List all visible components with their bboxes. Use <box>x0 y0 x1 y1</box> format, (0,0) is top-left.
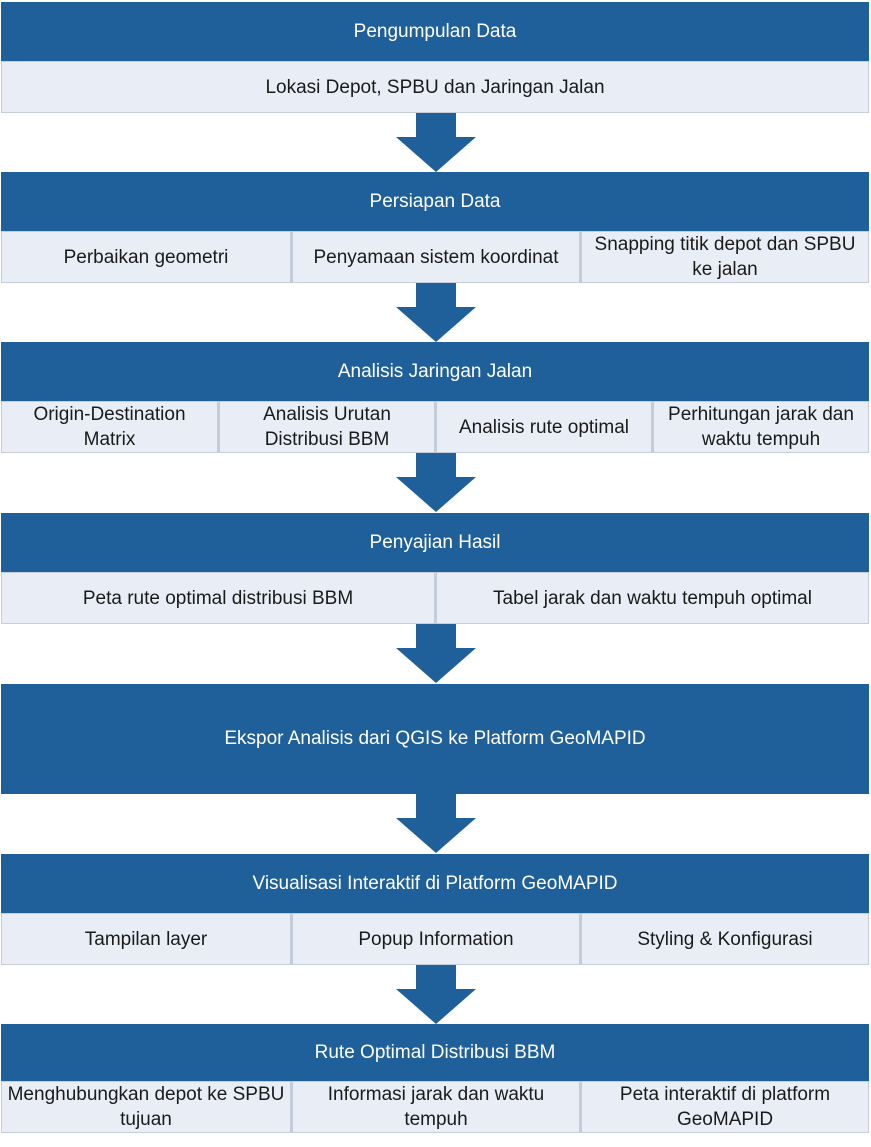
down-arrow-icon <box>396 965 476 1024</box>
down-arrow-icon <box>396 624 476 683</box>
step-items-row: Perbaikan geometri Penyamaan sistem koor… <box>1 231 869 283</box>
down-arrow-icon <box>396 113 476 172</box>
step-header-visualisasi-interaktif: Visualisasi Interaktif di Platform GeoMA… <box>1 854 869 913</box>
step-item: Popup Information <box>291 913 580 965</box>
step-item: Lokasi Depot, SPBU dan Jaringan Jalan <box>1 61 869 113</box>
step-item: Analisis Urutan Distribusi BBM <box>218 401 435 453</box>
step-item: Peta interaktif di platform GeoMAPID <box>580 1081 869 1133</box>
step-header-rute-optimal: Rute Optimal Distribusi BBM <box>1 1024 869 1081</box>
step-item: Penyamaan sistem koordinat <box>291 231 580 283</box>
step-item: Analisis rute optimal <box>435 401 652 453</box>
step-header-ekspor-analisis: Ekspor Analisis dari QGIS ke Platform Ge… <box>1 684 869 794</box>
step-item: Snapping titik depot dan SPBU ke jalan <box>580 231 869 283</box>
step-header-analisis-jaringan-jalan: Analisis Jaringan Jalan <box>1 342 869 401</box>
down-arrow-icon <box>396 453 476 512</box>
step-header-penyajian-hasil: Penyajian Hasil <box>1 513 869 572</box>
step-item: Perbaikan geometri <box>1 231 291 283</box>
step-item: Menghubungkan depot ke SPBU tujuan <box>1 1081 291 1133</box>
down-arrow-icon <box>396 283 476 342</box>
step-header-persiapan-data: Persiapan Data <box>1 172 869 231</box>
step-item: Origin-Destination Matrix <box>1 401 218 453</box>
step-item: Perhitungan jarak dan waktu tempuh <box>652 401 869 453</box>
step-item: Peta rute optimal distribusi BBM <box>1 572 435 624</box>
step-items-row: Tampilan layer Popup Information Styling… <box>1 913 869 965</box>
step-item: Styling & Konfigurasi <box>580 913 869 965</box>
step-items-row: Lokasi Depot, SPBU dan Jaringan Jalan <box>1 61 869 113</box>
step-item: Tampilan layer <box>1 913 291 965</box>
step-item: Tabel jarak dan waktu tempuh optimal <box>435 572 869 624</box>
step-items-row: Origin-Destination Matrix Analisis Uruta… <box>1 401 869 453</box>
step-header-pengumpulan-data: Pengumpulan Data <box>1 2 869 61</box>
step-items-row: Peta rute optimal distribusi BBM Tabel j… <box>1 572 869 624</box>
down-arrow-icon <box>396 794 476 853</box>
step-items-row: Menghubungkan depot ke SPBU tujuan Infor… <box>1 1081 869 1133</box>
step-item: Informasi jarak dan waktu tempuh <box>291 1081 580 1133</box>
